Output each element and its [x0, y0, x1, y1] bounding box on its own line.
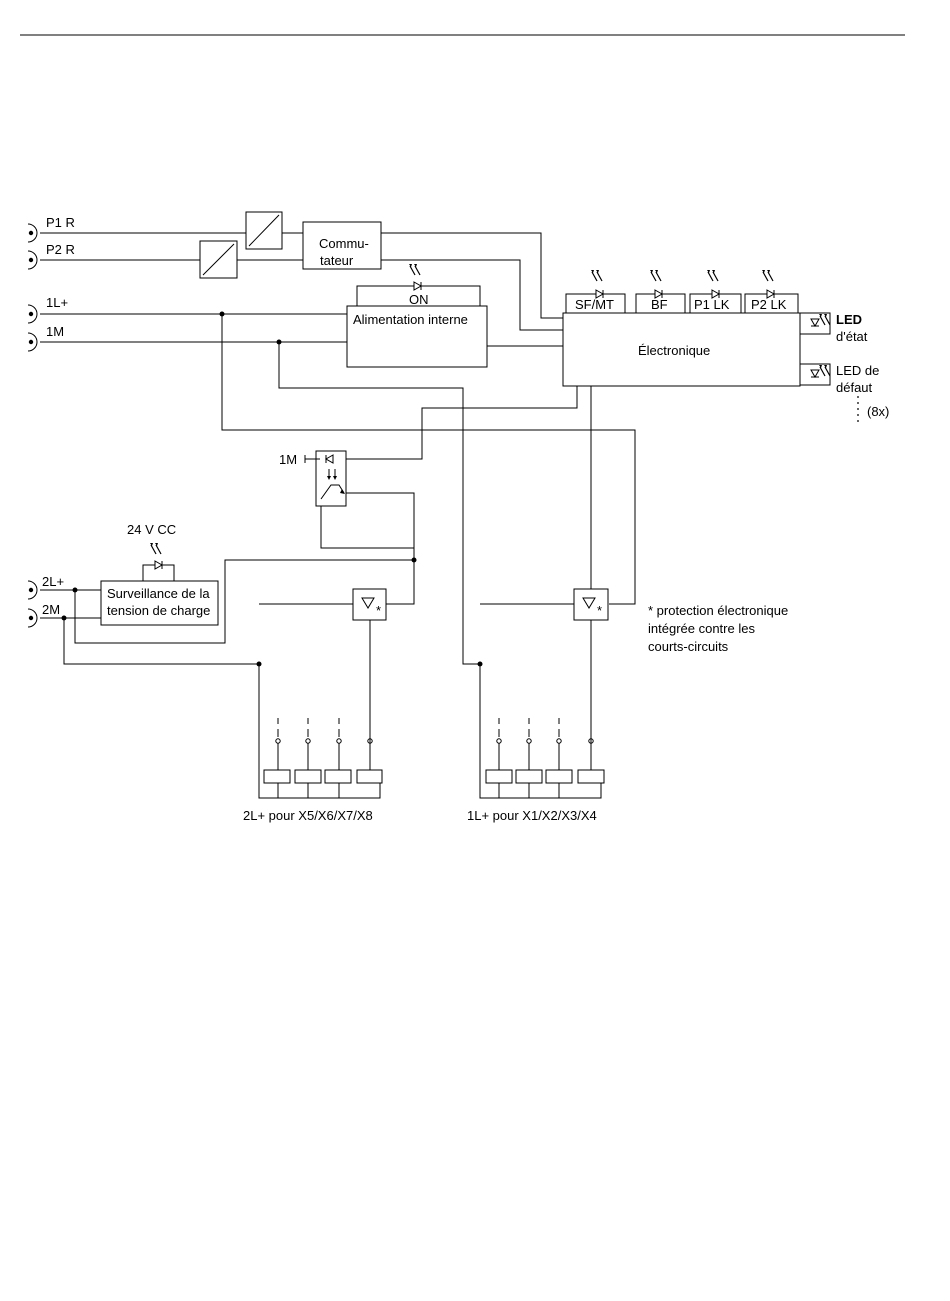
commutateur-label-2: tateur [320, 253, 354, 268]
terminal-2lplus [28, 581, 37, 599]
label-1m: 1M [46, 324, 64, 339]
output-group-right-label: 1L+ pour X1/X2/X3/X4 [467, 808, 597, 823]
bf-light-icon [650, 270, 661, 281]
junction-2m [62, 616, 67, 621]
output-group-left-label: 2L+ pour X5/X6/X7/X8 [243, 808, 373, 823]
status-led-label-bf: BF [651, 297, 668, 312]
junction-1lplus [220, 312, 225, 317]
led-etat-label-2: d'état [836, 329, 868, 344]
junction-2lplus [73, 588, 78, 593]
on-led-light-icon [409, 264, 420, 275]
p1lk-light-icon [707, 270, 718, 281]
junction-right-bus [478, 662, 483, 667]
led-defaut [800, 364, 830, 385]
note-line-3: courts-circuits [648, 639, 729, 654]
terminal-p1r [28, 224, 37, 242]
junction-left-bus [257, 662, 262, 667]
label-p2r: P2 R [46, 242, 75, 257]
protected-switch-right: * [574, 589, 608, 620]
terminal-2m [28, 609, 37, 627]
output-channel [516, 718, 542, 798]
supply-24v-label: 24 V CC [127, 522, 176, 537]
status-led-label-p2lk: P2 LK [751, 297, 787, 312]
output-channel [486, 718, 512, 798]
status-led-p1lk: P1 LK [690, 270, 741, 313]
output-channel [325, 718, 351, 798]
label-p1r: P1 R [46, 215, 75, 230]
commutateur-label-1: Commu- [319, 236, 369, 251]
alimentation-label: Alimentation interne [353, 312, 468, 327]
terminal-1m [28, 333, 37, 351]
p2lk-light-icon [762, 270, 773, 281]
surveillance-label-2: tension de charge [107, 603, 210, 618]
electronique-label: Électronique [638, 343, 710, 358]
surveillance-label-1: Surveillance de la [107, 586, 210, 601]
converter-p2 [200, 241, 237, 278]
label-2lplus: 2L+ [42, 574, 64, 589]
led-count-label: (8x) [867, 404, 889, 419]
terminal-p2r [28, 251, 37, 269]
status-led-label-sfmt: SF/MT [575, 297, 614, 312]
status-led-label-p1lk: P1 LK [694, 297, 730, 312]
converter-p1 [246, 212, 282, 249]
note-line-1: * protection électronique [648, 603, 788, 618]
surveillance-light-icon [150, 543, 161, 554]
output-channel [264, 718, 290, 798]
output-channel [546, 718, 572, 798]
output-channel [295, 718, 321, 798]
label-2m: 2M [42, 602, 60, 617]
wiring-control [321, 386, 591, 604]
on-led-label: ON [409, 292, 429, 307]
status-led-sfmt: SF/MT [566, 270, 625, 313]
led-etat-label-1: LED [836, 312, 862, 327]
led-defaut-label-2: défaut [836, 380, 873, 395]
terminal-1lplus [28, 305, 37, 323]
led-defaut-label-1: LED de [836, 363, 879, 378]
status-led-bf: BF [636, 270, 685, 313]
switch-right-star: * [597, 603, 602, 618]
output-group-right [486, 718, 604, 798]
status-led-p2lk: P2 LK [745, 270, 798, 313]
label-1lplus: 1L+ [46, 295, 68, 310]
ref-1m-label: 1M [279, 452, 297, 467]
junction-1m [277, 340, 282, 345]
switch-left-star: * [376, 603, 381, 618]
sfmt-light-icon [591, 270, 602, 281]
note-line-2: intégrée contre les [648, 621, 755, 636]
protected-switch-left: * [353, 589, 386, 620]
output-group-left [264, 718, 382, 798]
led-etat [800, 313, 830, 334]
